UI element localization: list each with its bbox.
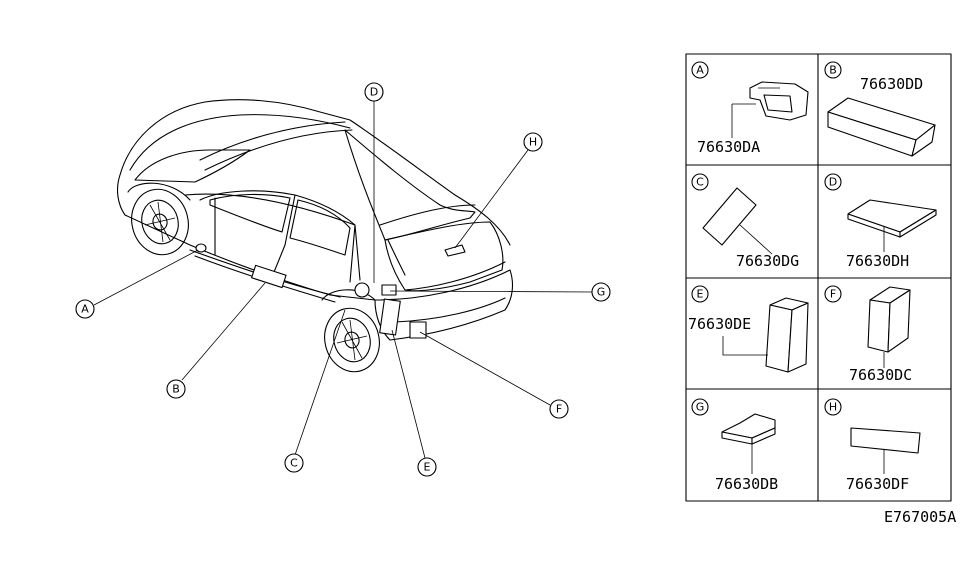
callout-c: C [284, 453, 304, 473]
svg-text:76630DC: 76630DC [849, 366, 912, 384]
svg-text:H: H [829, 401, 837, 414]
svg-text:C: C [696, 176, 704, 189]
part-f-shape [867, 286, 911, 353]
svg-text:E: E [697, 288, 704, 301]
car-illustration [116, 99, 514, 373]
panel-a: A 76630DA [691, 61, 809, 156]
part-b-shape [827, 97, 936, 157]
panel-h: H 76630DF [824, 398, 921, 493]
callout-a: A [75, 299, 95, 319]
panel-b: B 76630DD [824, 61, 936, 157]
svg-text:76630DG: 76630DG [736, 252, 799, 270]
svg-text:76630DF: 76630DF [846, 475, 909, 493]
callout-h: H [523, 132, 543, 152]
panel-f: F 76630DC [824, 285, 912, 384]
reference-code: E767005A [884, 508, 956, 526]
panel-g: G 76630DB [691, 398, 778, 493]
panel-c: C 76630DG [691, 173, 799, 270]
svg-text:76630DE: 76630DE [688, 315, 751, 333]
svg-text:D: D [370, 86, 378, 99]
parts-grid [685, 53, 952, 502]
part-c-shape [702, 187, 757, 246]
svg-text:76630DB: 76630DB [715, 475, 778, 493]
leader-lines [93, 100, 593, 459]
part-a-shape [749, 81, 809, 121]
part-d-shape [847, 199, 937, 238]
panel-d: D 76630DH [824, 173, 937, 270]
callout-e: E [417, 457, 437, 477]
svg-text:F: F [556, 403, 562, 416]
panel-e: E 76630DE [688, 285, 809, 373]
svg-text:G: G [696, 401, 705, 414]
svg-text:H: H [529, 136, 537, 149]
callout-g: G [591, 282, 611, 302]
part-g-shape [721, 413, 776, 445]
part-h-shape [850, 427, 921, 454]
svg-text:E: E [424, 461, 431, 474]
svg-text:76630DD: 76630DD [860, 75, 923, 93]
svg-text:A: A [696, 64, 704, 77]
svg-text:G: G [597, 286, 606, 299]
callout-b: B [166, 379, 186, 399]
svg-text:76630DA: 76630DA [697, 138, 760, 156]
svg-text:D: D [829, 176, 837, 189]
callout-f: F [549, 399, 569, 419]
callout-d: D [364, 82, 384, 102]
svg-text:76630DH: 76630DH [846, 252, 909, 270]
svg-text:B: B [829, 64, 837, 77]
svg-text:C: C [290, 457, 298, 470]
svg-text:B: B [172, 383, 180, 396]
svg-text:F: F [830, 288, 836, 301]
svg-text:A: A [81, 303, 89, 316]
part-e-shape [765, 297, 809, 373]
